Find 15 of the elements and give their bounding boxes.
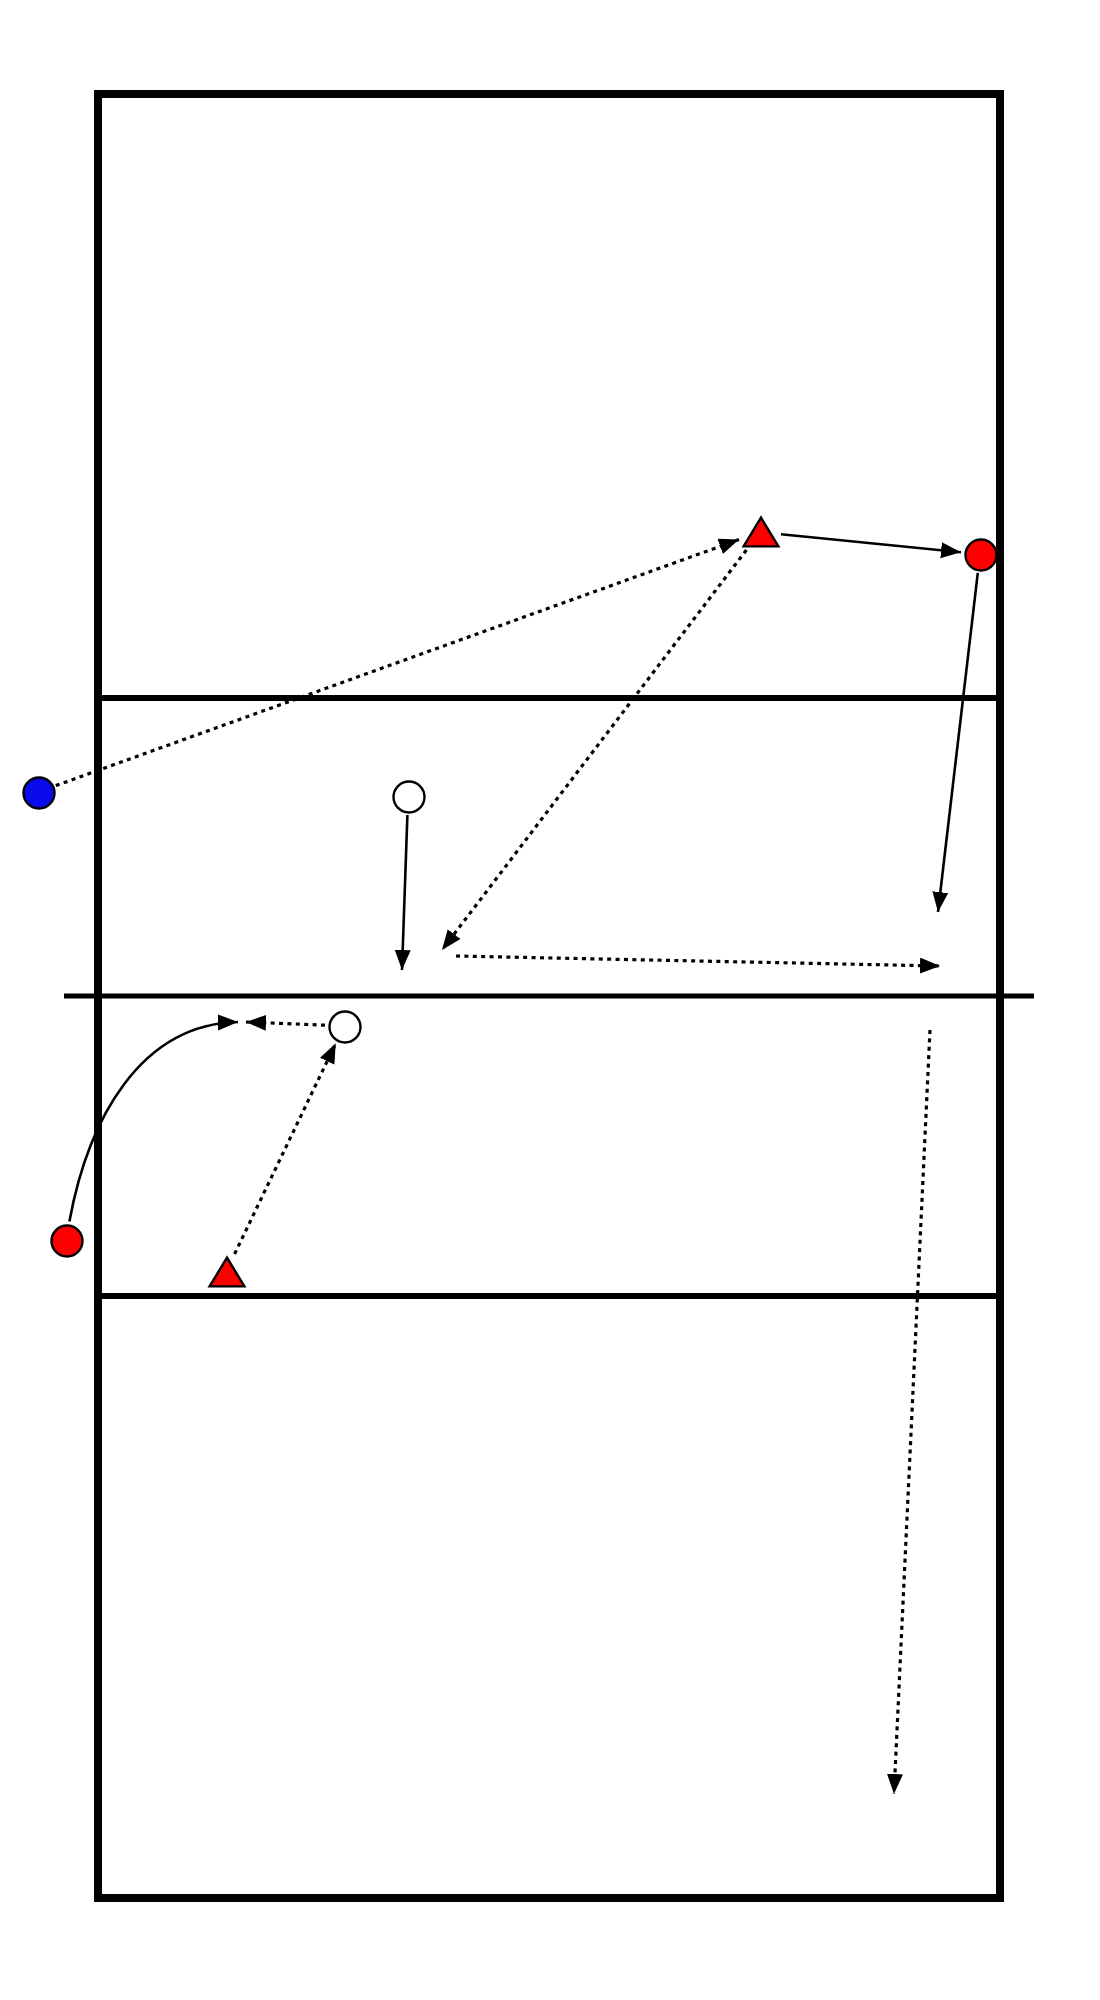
triangle-marker-icon bbox=[741, 516, 779, 548]
dotted-arrow bbox=[440, 549, 748, 951]
dotted-arrow bbox=[55, 538, 740, 788]
circle-marker-icon bbox=[391, 779, 425, 813]
circle-marker-icon bbox=[21, 775, 55, 809]
circle-marker-icon bbox=[327, 1009, 361, 1043]
arrow bbox=[932, 572, 980, 913]
dotted-arrow bbox=[233, 1042, 338, 1255]
arrow bbox=[780, 532, 962, 559]
dotted-arrow bbox=[245, 1014, 326, 1031]
triangle-marker-icon bbox=[207, 1256, 245, 1288]
arrow bbox=[394, 814, 411, 971]
curved-arrow bbox=[68, 1016, 239, 1222]
circle-marker-icon bbox=[963, 537, 997, 571]
circle-marker-icon bbox=[49, 1223, 83, 1257]
